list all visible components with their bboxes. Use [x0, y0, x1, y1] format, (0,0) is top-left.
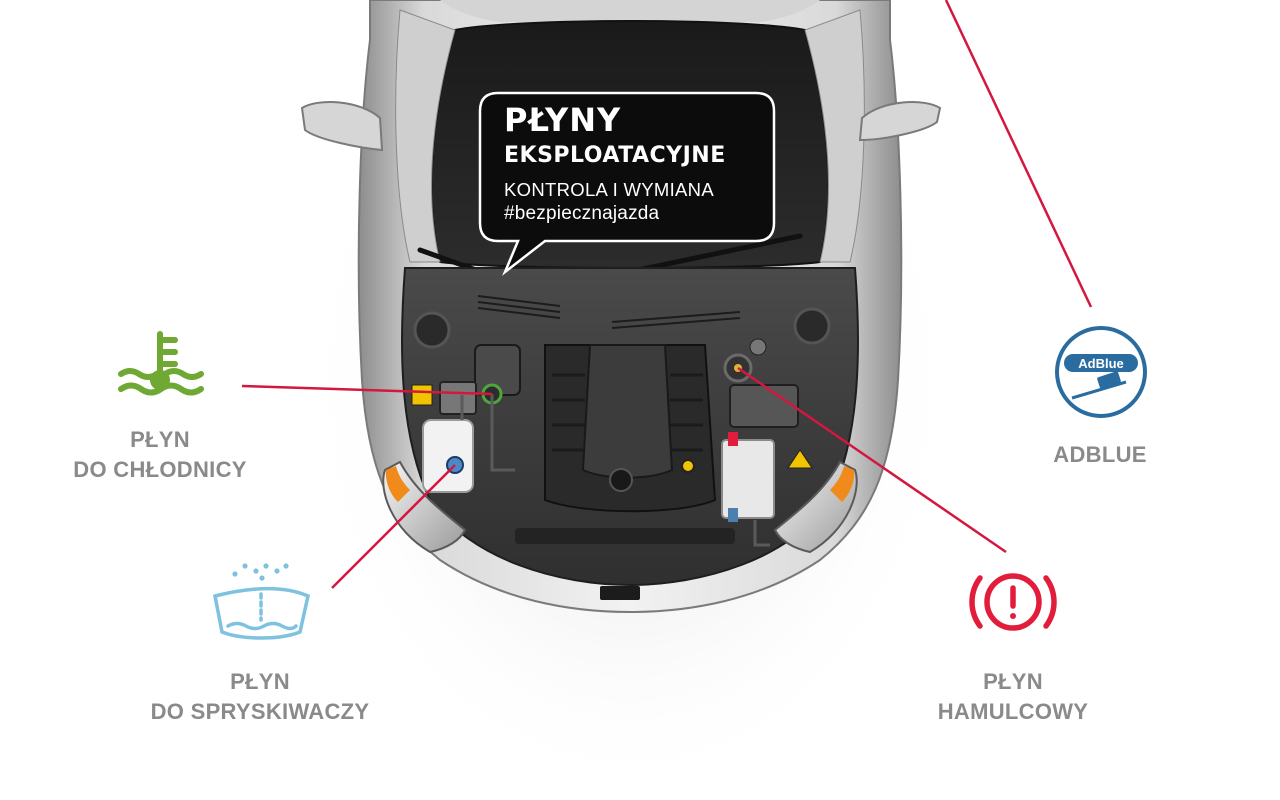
- mirror-left: [300, 101, 384, 152]
- adblue-label-line1: ADBLUE: [1053, 442, 1147, 467]
- brake-label: PŁYN HAMULCOWY: [903, 667, 1123, 727]
- cowl-vents: [477, 295, 741, 329]
- strut-left: [413, 311, 451, 349]
- coolant-label-line2: DO CHŁODNICY: [73, 457, 247, 482]
- battery-terminal-pos: [728, 432, 738, 446]
- a-pillar-right: [804, 9, 865, 263]
- leader-line-brake: [737, 366, 1007, 554]
- engine-ribs: [552, 373, 703, 452]
- indicator-right: [830, 466, 855, 502]
- car-roof: [440, 0, 820, 22]
- windshield-washer-icon: [212, 563, 311, 640]
- relay-box: [439, 381, 477, 415]
- dipstick: [681, 459, 695, 473]
- coolant-label-line1: PŁYN: [130, 427, 190, 452]
- brake-warning-icon: [969, 573, 1057, 631]
- hoses: [460, 394, 770, 547]
- brake-label-line2: HAMULCOWY: [937, 699, 1089, 724]
- ecu-box: [729, 384, 799, 428]
- coolant-label: PŁYN DO CHŁODNICY: [40, 425, 280, 485]
- leader-lines: [241, 0, 1093, 589]
- battery: [721, 439, 775, 519]
- bubble-title-line1: PŁYNY: [504, 101, 622, 139]
- indicator-left: [385, 466, 410, 502]
- strut-right: [793, 307, 831, 345]
- bubble-subtitle: KONTROLA I WYMIANA: [504, 179, 714, 200]
- adblue-label: ADBLUE: [1020, 440, 1180, 470]
- washer-label-line2: DO SPRYSKIWACZY: [150, 699, 370, 724]
- washer-label: PŁYN DO SPRYSKIWACZY: [120, 667, 400, 727]
- warning-triangle: [787, 449, 813, 469]
- bubble-hashtag: #bezpiecznajazda: [504, 203, 660, 224]
- leader-line-washer: [331, 464, 456, 589]
- adblue-logo-icon: AdBlue: [1055, 326, 1147, 418]
- bubble-title-line2: EKSPLOATACYJNE: [504, 143, 726, 168]
- speech-bubble: [478, 91, 776, 276]
- bolt-top: [749, 338, 767, 356]
- front-crossmember: [515, 528, 735, 544]
- washer-label-line1: PŁYN: [230, 669, 290, 694]
- a-pillar-left: [395, 9, 456, 263]
- engine-cover: [581, 344, 674, 479]
- leader-line-adblue: [944, 0, 1093, 308]
- coolant-temperature-icon: [118, 331, 204, 396]
- leader-line-coolant: [241, 384, 493, 396]
- fuse-yellow: [411, 384, 433, 406]
- adblue-icon-text: AdBlue: [1078, 356, 1124, 371]
- battery-terminal-neg: [728, 508, 738, 522]
- radiator-support: [600, 586, 640, 600]
- washer-reservoir: [422, 419, 474, 493]
- oil-cap: [609, 468, 633, 492]
- brake-label-line1: PŁYN: [983, 669, 1043, 694]
- speech-bubble-text: PŁYNY EKSPLOATACYJNE KONTROLA I WYMIANA …: [478, 93, 774, 241]
- mirror-right: [858, 101, 942, 142]
